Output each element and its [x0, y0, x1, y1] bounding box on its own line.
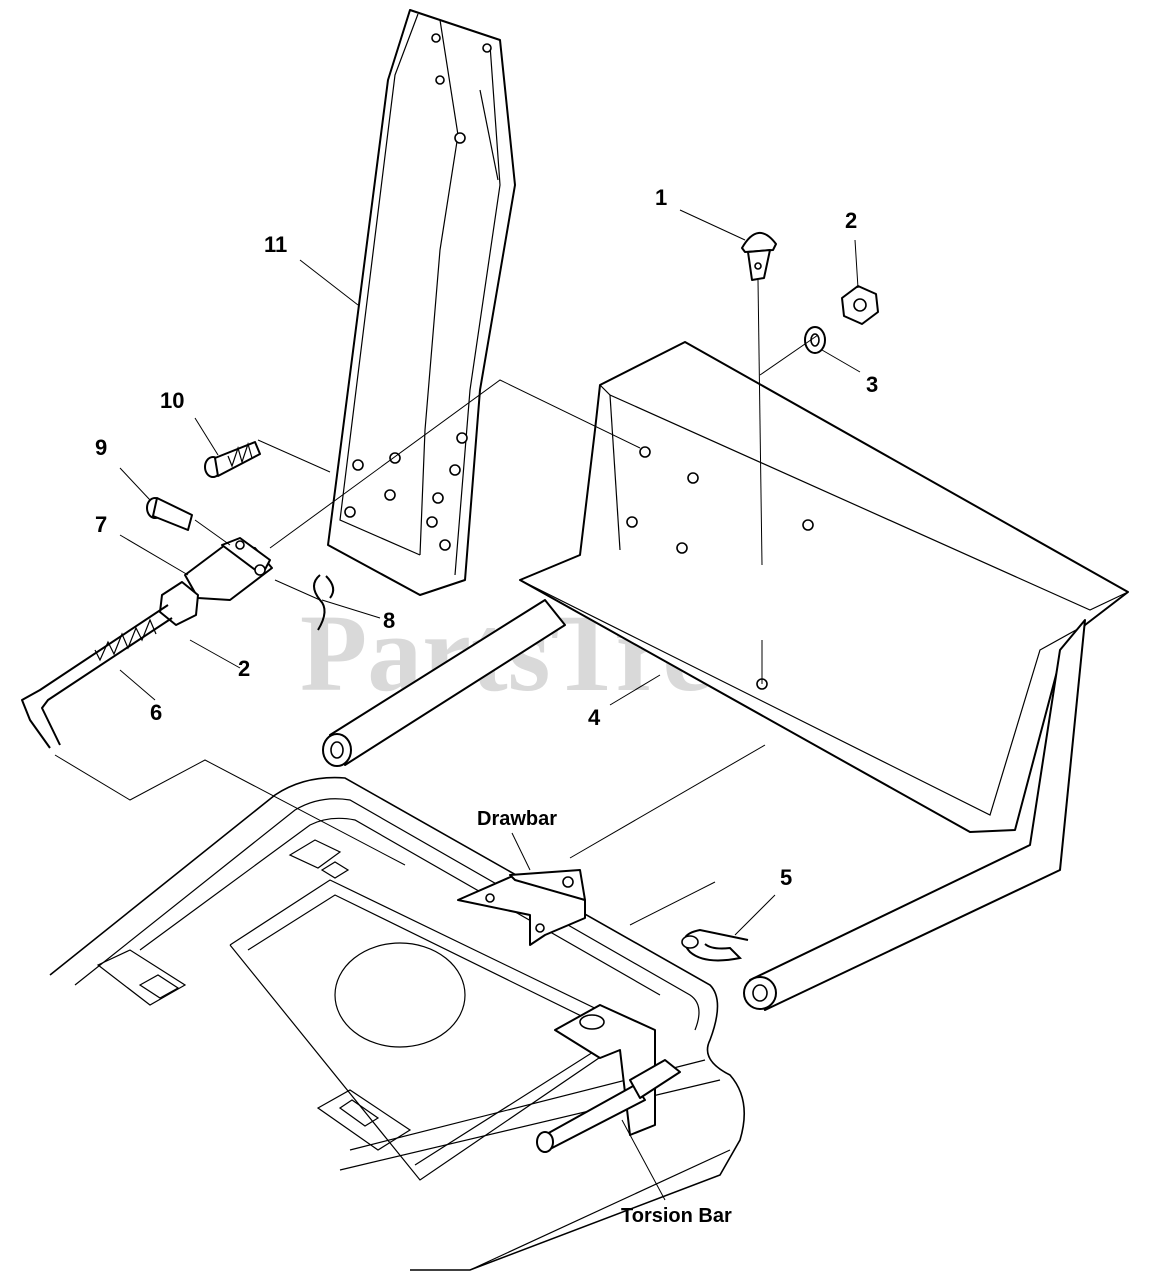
part-4-seat-mount	[519, 341, 1129, 833]
part-7-clevis	[184, 537, 273, 601]
callout-10: 10	[160, 388, 184, 413]
label-torsion-bar: Torsion Bar	[621, 1205, 732, 1227]
callout-9: 9	[95, 435, 107, 460]
part-10-bolt	[204, 441, 261, 478]
callout-4: 4	[588, 705, 601, 730]
drawbar-bracket	[457, 869, 586, 946]
callout-2-top: 2	[845, 208, 857, 233]
callout-2-bottom: 2	[238, 656, 250, 681]
part-11-bracket	[327, 9, 516, 596]
callout-8: 8	[383, 608, 395, 633]
right-tube	[743, 619, 1086, 1011]
part-9-pin	[146, 497, 193, 531]
callout-7: 7	[95, 512, 107, 537]
callout-1: 1	[655, 185, 667, 210]
part-2-nut-top	[841, 285, 879, 325]
label-drawbar: Drawbar	[477, 808, 557, 830]
torsion-bar-bracket	[536, 1004, 681, 1153]
callout-3: 3	[866, 372, 878, 397]
part-3-washer	[804, 326, 826, 354]
callouts: 1 2 3 11 10 9 7 8 2 6 4 5	[95, 185, 878, 890]
part-2-nut-bottom	[159, 581, 199, 626]
part-1-clevis-pin	[741, 232, 777, 281]
callout-6: 6	[150, 700, 162, 725]
part-5-clip	[681, 928, 749, 962]
part-6-rod	[21, 604, 173, 749]
left-tube	[322, 599, 566, 767]
callout-11: 11	[264, 232, 287, 257]
leader-lines	[54, 209, 861, 1201]
callout-5: 5	[780, 865, 792, 890]
